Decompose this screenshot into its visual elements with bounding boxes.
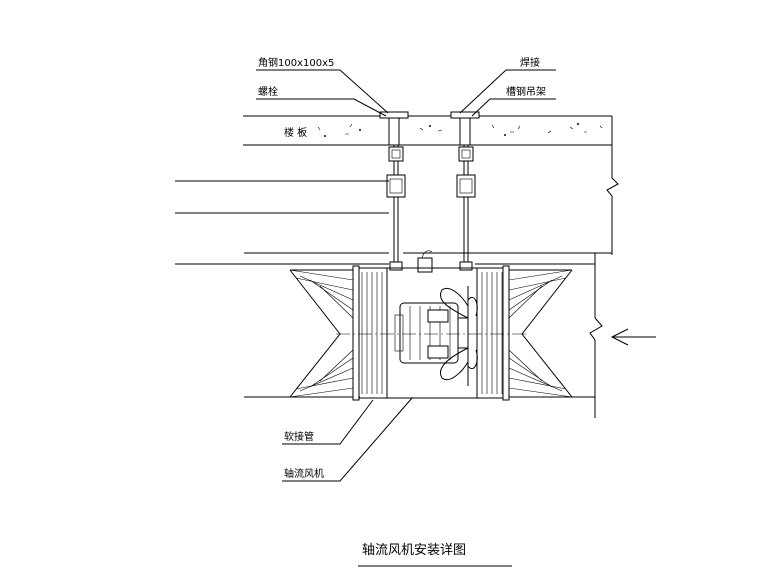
left-transition: [289, 269, 354, 398]
label-soft-joint: 软接管: [284, 430, 314, 443]
drawing-title: 轴流风机安装详图: [362, 543, 466, 558]
right-transition: [508, 269, 573, 398]
label-angle-steel: 角钢100x100x5: [258, 56, 334, 69]
label-weld: 焊接: [520, 56, 540, 69]
label-axial-fan: 轴流风机: [284, 467, 324, 480]
label-floor-slab: 楼 板: [284, 126, 307, 139]
label-nut: 螺栓: [258, 85, 278, 98]
impeller: [440, 286, 478, 386]
leader-lines: [256, 69, 556, 482]
label-hanger: 槽钢吊架: [506, 85, 546, 98]
angle-steel-plates: [379, 111, 480, 146]
floor-slab: [243, 115, 619, 255]
fan-casing: [352, 265, 510, 401]
hanger-assembly: [386, 145, 476, 271]
junction-box: [417, 250, 433, 273]
airflow-arrow: [610, 328, 656, 346]
